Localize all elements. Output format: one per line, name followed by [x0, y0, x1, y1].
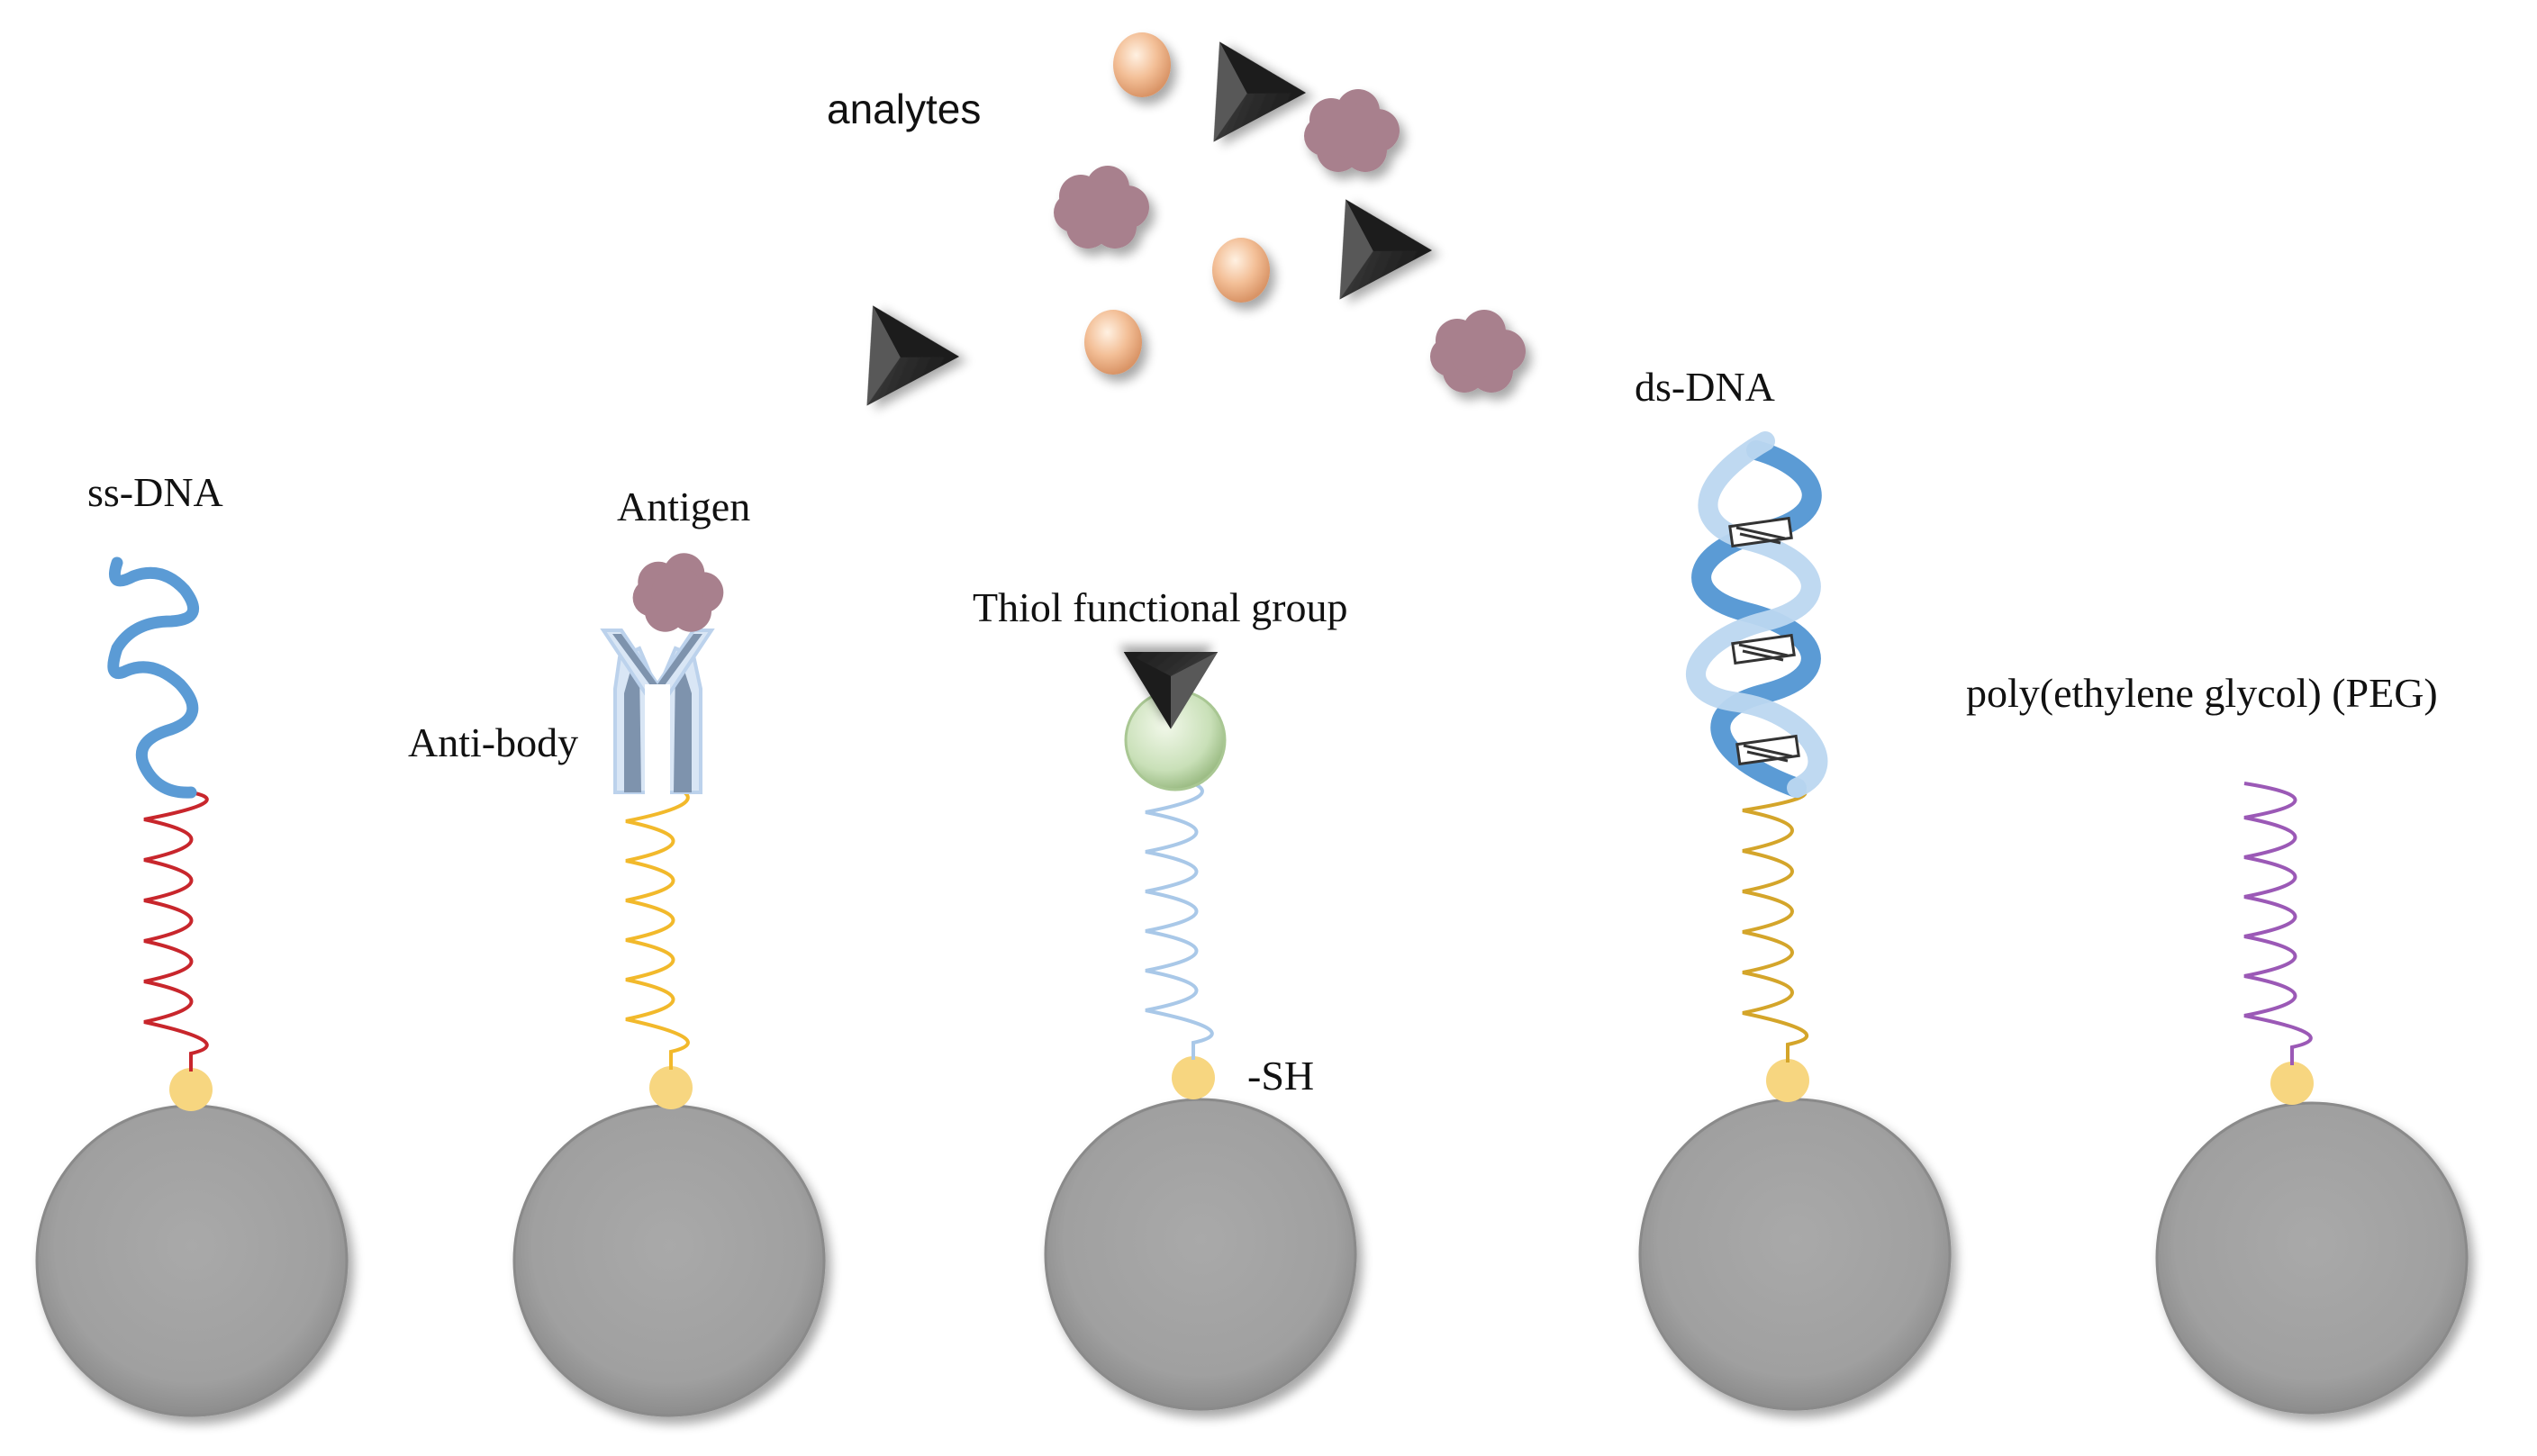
analyte-sphere [1084, 310, 1142, 375]
thiol-group-label: Thiol functional group [973, 584, 1347, 630]
probe-antibody: Antigen Anti-body [408, 484, 826, 1417]
analytes-label: analytes [827, 86, 981, 132]
analyte-protein [1430, 310, 1526, 393]
analyte-pyramid [1173, 17, 1306, 142]
thiol-anchor [2270, 1062, 2314, 1105]
ss-dna-label: ss-DNA [87, 469, 223, 515]
thiol-anchor [169, 1068, 213, 1111]
linker-chain-purple [2243, 782, 2313, 1065]
sh-label: -SH [1247, 1053, 1314, 1099]
probe-ss-dna: ss-DNA [35, 469, 349, 1417]
nanoparticle [2155, 1101, 2469, 1415]
analyte-sphere [1113, 32, 1171, 97]
linker-chain-gold [1742, 786, 1809, 1063]
analyte-protein [1054, 166, 1149, 249]
analyte-sphere [1212, 238, 1270, 303]
antibody-y-shape [600, 629, 715, 794]
probe-ds-dna: ds-DNA [1635, 364, 1952, 1411]
linker-chain-yellow [625, 791, 690, 1070]
nanoparticle [512, 1104, 826, 1417]
nanoparticle [35, 1104, 349, 1417]
antibody-label: Anti-body [408, 719, 578, 765]
antigen-label: Antigen [617, 484, 750, 529]
thiol-anchor [1172, 1056, 1215, 1099]
probe-thiol: Thiol functional group -SH [973, 584, 1357, 1411]
thiol-anchor [649, 1066, 693, 1109]
analyte-protein [1304, 89, 1400, 172]
analyte-pyramid [826, 281, 959, 406]
linker-chain-light-blue [1145, 782, 1214, 1060]
analytes-cluster [826, 17, 1526, 406]
thiol-anchor [1766, 1059, 1809, 1102]
ds-dna-helix [1686, 431, 1828, 798]
nanoparticle [1044, 1098, 1357, 1411]
nanoparticle [1638, 1098, 1952, 1411]
analyte-pyramid [1299, 175, 1432, 300]
peg-label: poly(ethylene glycol) (PEG) [1966, 670, 2438, 716]
ds-dna-label: ds-DNA [1635, 364, 1775, 410]
probe-peg: poly(ethylene glycol) (PEG) [1966, 670, 2469, 1415]
ss-dna-strand [107, 556, 199, 799]
antigen-protein [632, 553, 724, 632]
linker-chain-red [143, 791, 209, 1072]
